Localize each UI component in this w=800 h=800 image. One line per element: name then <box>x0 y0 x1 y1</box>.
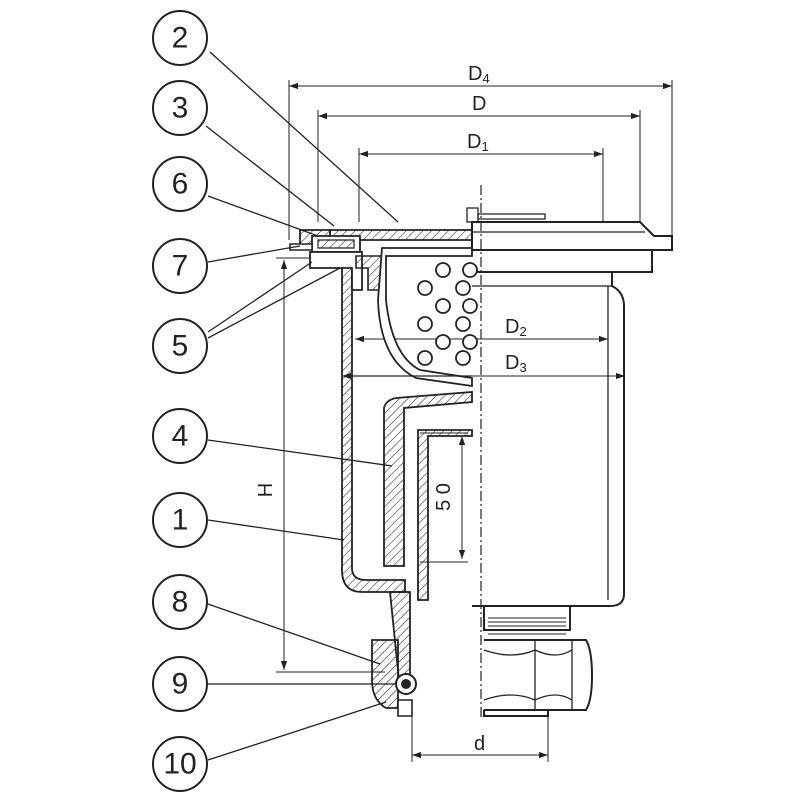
exterior-right <box>466 207 673 717</box>
svg-text:7: 7 <box>172 250 189 283</box>
dim-label-50: 5 0 <box>433 483 455 511</box>
svg-text:10: 10 <box>163 748 196 781</box>
svg-text:8: 8 <box>172 586 189 619</box>
callout-7: 7 <box>152 238 208 294</box>
dimension-d1: D1 <box>358 131 604 222</box>
dim-label-d4: D4 <box>468 63 490 86</box>
svg-text:4: 4 <box>172 420 189 453</box>
section-left <box>289 229 473 717</box>
dim-label-h: H <box>255 483 277 497</box>
svg-text:6: 6 <box>172 168 189 201</box>
svg-text:5: 5 <box>172 330 189 363</box>
dimension-d3: D3 <box>341 352 625 382</box>
callout-9: 9 <box>152 656 208 712</box>
callout-6: 6 <box>152 156 208 212</box>
dim-label-d: D <box>472 93 486 115</box>
svg-text:3: 3 <box>172 92 189 125</box>
callout-4: 4 <box>152 408 208 464</box>
callout-1: 1 <box>152 492 208 548</box>
dimension-d4: D4 <box>288 63 673 240</box>
callout-8: 8 <box>152 574 208 630</box>
leader-lines <box>205 51 399 761</box>
strainer-holes <box>417 262 478 366</box>
dim-label-d1: D1 <box>467 131 489 154</box>
dimension-d: D <box>317 93 641 222</box>
svg-text:1: 1 <box>172 504 189 537</box>
callout-3: 3 <box>152 80 208 136</box>
dim-label-d2: D2 <box>505 316 527 339</box>
callout-10: 10 <box>152 736 208 792</box>
dimension-h: H <box>255 257 385 673</box>
svg-text:9: 9 <box>172 668 189 701</box>
dim-label-small-d: d <box>474 733 485 755</box>
dim-label-d3: D3 <box>505 352 527 375</box>
svg-text:2: 2 <box>172 22 189 55</box>
callout-5: 5 <box>152 318 208 374</box>
callout-2: 2 <box>152 10 208 66</box>
